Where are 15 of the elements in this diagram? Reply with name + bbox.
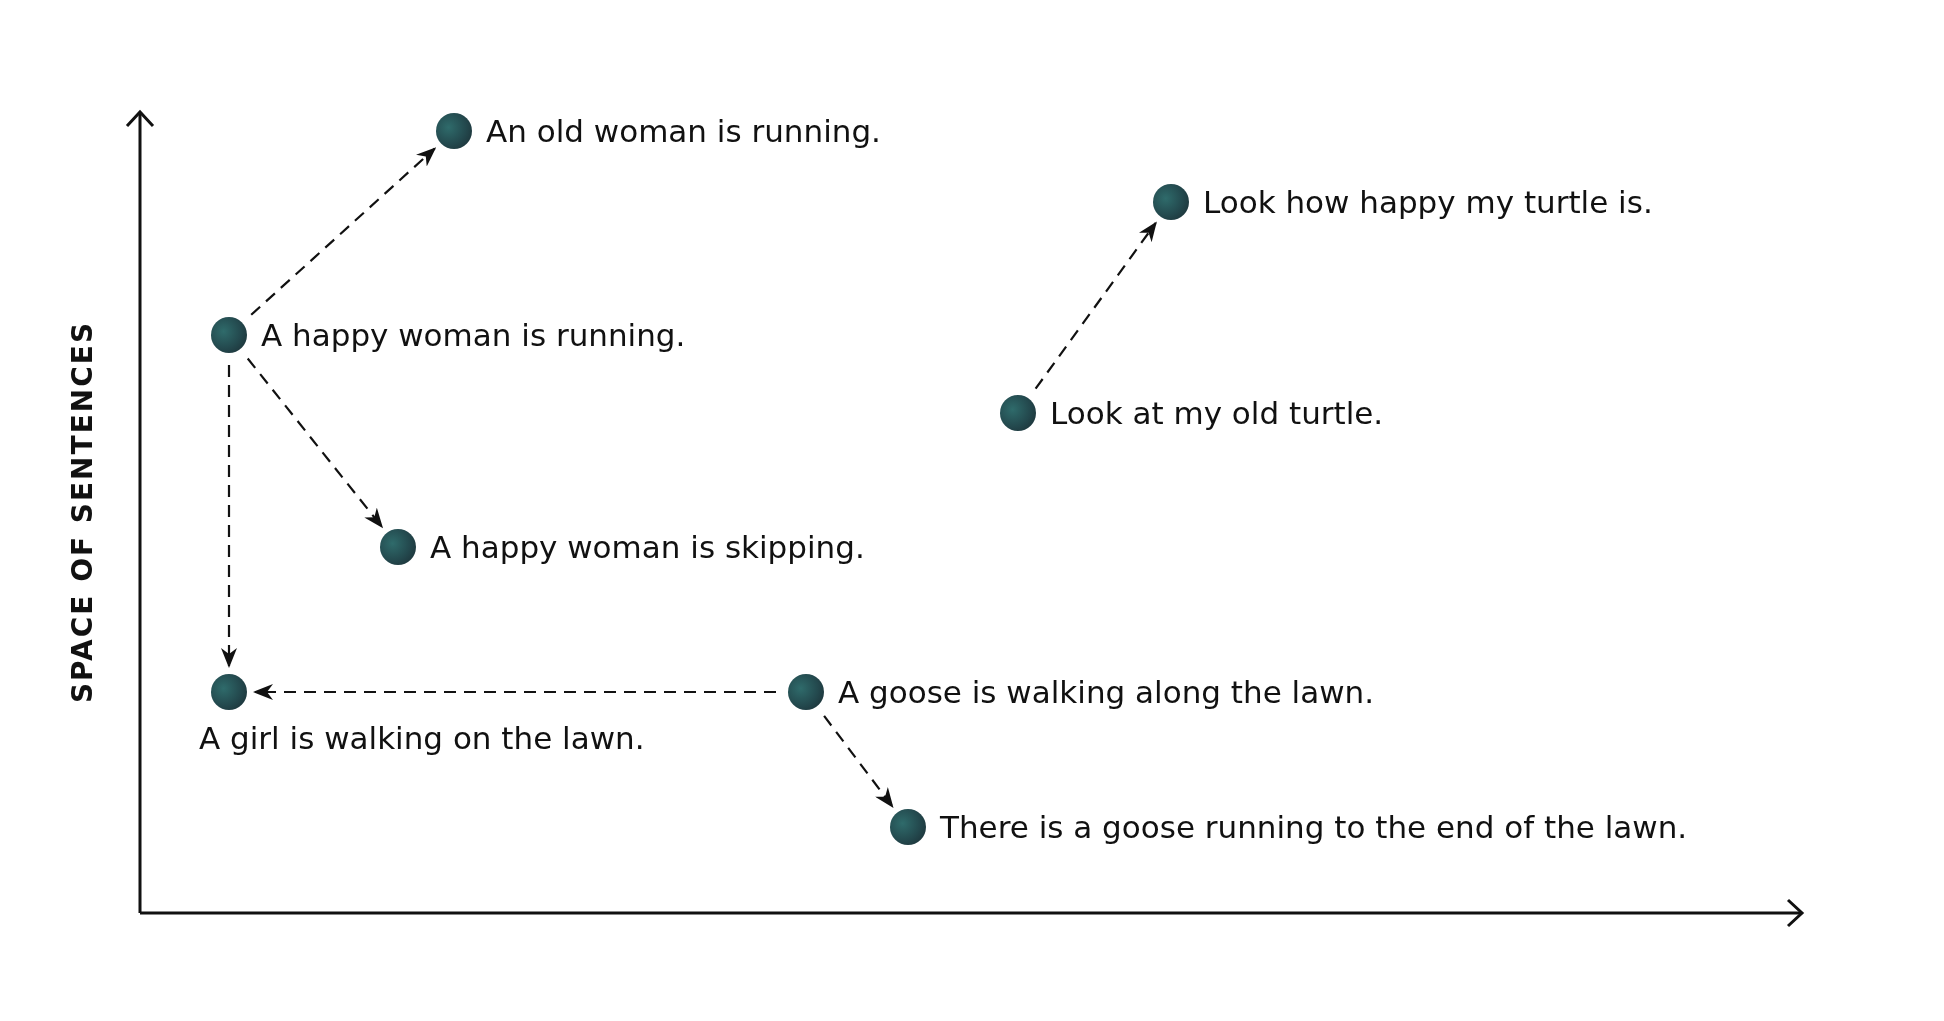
- dashed-arrow: [221, 365, 237, 668]
- dashed-arrow: [823, 715, 894, 808]
- dashed-arrow: [246, 357, 384, 529]
- sentence-text: Look how happy my turtle is.: [1203, 184, 1653, 220]
- axis-label: SPACE OF SENTENCES: [65, 320, 99, 704]
- dashed-arrow: [250, 147, 437, 316]
- sentence-text: Look at my old turtle.: [1050, 395, 1384, 431]
- sentence-text: A goose is walking along the lawn.: [838, 674, 1375, 710]
- dashed-arrow: [253, 684, 776, 700]
- sentence-text: A happy woman is skipping.: [430, 529, 865, 565]
- sentence-text: A girl is walking on the lawn.: [199, 720, 645, 756]
- sentence-text: An old woman is running.: [486, 113, 881, 149]
- dashed-arrow: [1034, 221, 1157, 390]
- sentence-text: A happy woman is running.: [261, 317, 686, 353]
- sentence-text: There is a goose running to the end of the lawn.: [940, 809, 1688, 845]
